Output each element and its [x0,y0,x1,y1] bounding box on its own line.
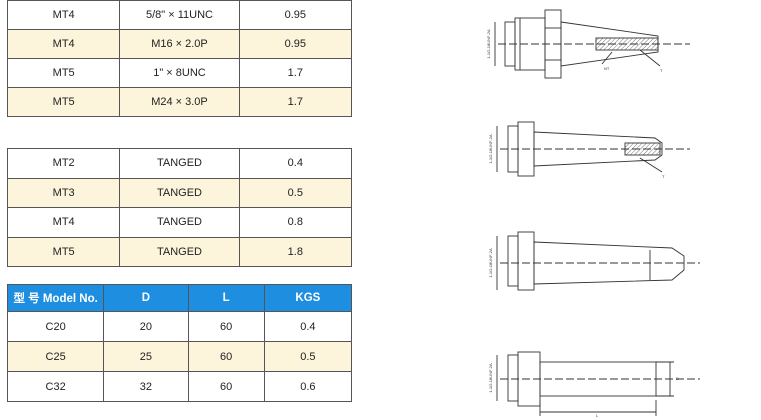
type-cell: TANGED [119,177,240,208]
header-model: 型 号 Model No. [6,284,105,312]
kgs-cell: 0.6 [263,371,353,402]
weight-cell: 1.7 [238,87,353,117]
model-cell: MT2 [6,148,121,179]
table-header-row: 型 号 Model No. D L KGS [6,284,353,312]
model-cell: MT5 [6,87,121,117]
t-label: T [662,174,665,179]
thread-cell: 1" × 8UNC [119,58,240,88]
header-kgs: KGS [263,284,353,312]
thread-label: 1-1/2-18UNF-2A [488,134,493,164]
drawing-tanged-shank-1 [496,121,690,177]
l-cell: 60 [187,341,265,372]
thread-cell: M16 × 2.0P [119,29,240,59]
type-cell: TANGED [119,148,240,179]
model-cell: MT4 [6,207,121,238]
kgs-cell: 0.4 [263,311,353,342]
weight-cell: 1.7 [238,58,353,88]
weight-cell: 1.8 [238,236,353,267]
d-label: D [676,376,679,381]
model-cell: MT3 [6,177,121,208]
kgs-cell: 0.5 [263,341,353,372]
model-cell: C32 [6,371,105,402]
thread-label: 1-1/2-18UNF-2A [488,363,493,393]
header-l: L [187,284,265,312]
model-cell: MT4 [6,0,121,30]
model-cell: MT5 [6,236,121,267]
l-label: L [596,413,599,418]
header-d: D [103,284,189,312]
thread-cell: M24 × 3.0P [119,87,240,117]
thread-cell: 5/8" × 11UNC [119,0,240,30]
type-cell: TANGED [119,236,240,267]
d-cell: 20 [103,311,189,342]
drawing-tanged-shank-2 [496,231,700,291]
weight-cell: 0.5 [238,177,353,208]
thread-label: 1-1/2-18UNF-2A [486,29,491,59]
model-cell: C25 [6,341,105,372]
t-label: T [660,68,663,73]
thread-label: 1-1/2-18UNF-2A [488,248,493,278]
drawing-threaded-drawbar [494,9,690,79]
l-cell: 60 [187,371,265,402]
weight-cell: 0.95 [238,29,353,59]
d-cell: 25 [103,341,189,372]
nt-label: NT [604,66,610,71]
drawing-straight-shank [496,351,700,416]
